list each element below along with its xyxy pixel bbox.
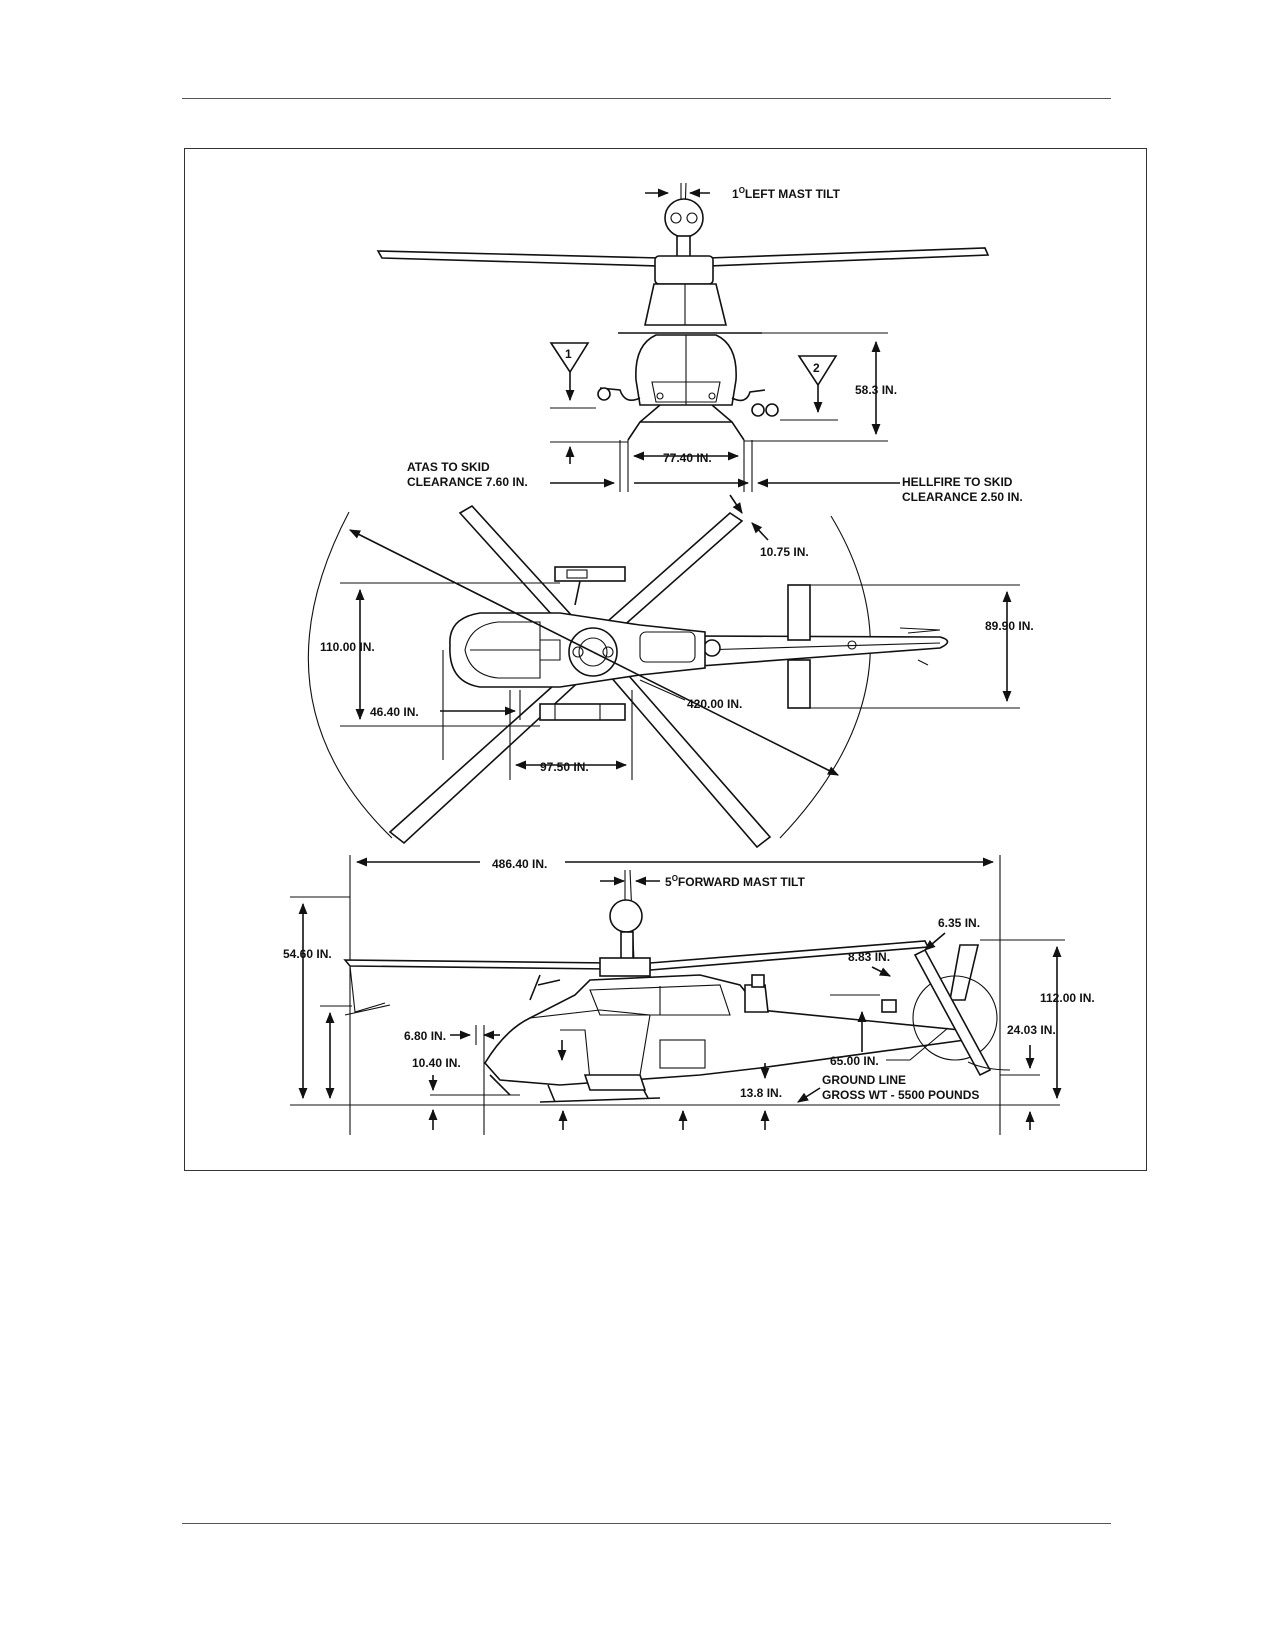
dimension-label: 58.3 IN.	[855, 383, 897, 397]
dimension-label: ATAS TO SKID	[407, 460, 490, 474]
side-view: 486.40 IN. 5OFORWARD MAST TILT	[283, 855, 1095, 1135]
dimension-label: 112.00 IN.	[1040, 991, 1095, 1005]
main-rotor-blade-left	[376, 250, 661, 267]
rotor-blade-sw	[388, 666, 587, 845]
dimension-label: 54.60 IN.	[283, 947, 332, 961]
store-bottom	[539, 703, 626, 721]
footer-rule	[182, 1523, 1111, 1524]
dimension-label: 10.75 IN.	[760, 545, 809, 559]
front-view: 1OLEFT MAST TILT	[376, 182, 1023, 504]
dimension-label: 1OLEFT MAST TILT	[732, 186, 841, 201]
vertical-fin	[949, 944, 980, 1001]
dimension-label: 420.00 IN.	[687, 697, 742, 711]
rotor-blade-se	[608, 666, 772, 849]
fuselage-side	[484, 974, 967, 1086]
dimension-label: 10.40 IN.	[412, 1056, 461, 1070]
dimension-label: 89.90 IN.	[985, 619, 1034, 633]
dimension-label: 2	[813, 361, 820, 375]
dimension-label: 486.40 IN.	[492, 857, 547, 871]
main-rotor-side-left	[343, 959, 611, 970]
figure-frame	[184, 148, 1147, 1171]
dimension-label: 1	[565, 347, 572, 361]
dimension-label: 6.80 IN.	[404, 1029, 446, 1043]
dimension-label: 13.8 IN.	[740, 1086, 782, 1100]
dimension-label: CLEARANCE 2.50 IN.	[902, 490, 1023, 504]
dimension-label: 5OFORWARD MAST TILT	[665, 874, 805, 889]
stabilizer-lower	[787, 659, 811, 709]
rotor-arc-right	[779, 515, 871, 839]
header-rule	[182, 98, 1111, 99]
dimension-label: 24.03 IN.	[1007, 1023, 1056, 1037]
dimension-label: 46.40 IN.	[370, 705, 419, 719]
tail-rotor-blade	[913, 948, 992, 1077]
dimension-label: HELLFIRE TO SKID	[902, 475, 1013, 489]
dimension-label: 65.00 IN.	[830, 1054, 879, 1068]
dimension-label: GROUND LINE	[822, 1073, 906, 1087]
dimension-label: 110.00 IN.	[320, 640, 375, 654]
dimension-label: 97.50 IN.	[540, 760, 589, 774]
dimension-label: 6.35 IN.	[938, 916, 980, 930]
store-top	[554, 566, 626, 582]
callout-triangle-1	[549, 342, 590, 374]
tail-boom	[699, 635, 949, 667]
dimension-label: CLEARANCE 7.60 IN.	[407, 475, 528, 489]
top-view: 420.00 IN. 10.75 IN. 110.00 IN. 89.90 IN…	[307, 494, 1034, 849]
stabilizer-upper	[787, 584, 811, 641]
mast-sight-side	[609, 899, 643, 933]
main-rotor-blade-right	[707, 247, 990, 267]
dimension-label: 8.83 IN.	[848, 950, 890, 964]
dimension-label: GROSS WT - 5500 POUNDS	[822, 1088, 979, 1102]
dimension-label: 77.40 IN.	[663, 451, 712, 465]
rotor-arc-left	[307, 511, 393, 839]
tail-rotor-disc	[912, 975, 998, 1061]
callout-triangle-2	[797, 355, 838, 387]
